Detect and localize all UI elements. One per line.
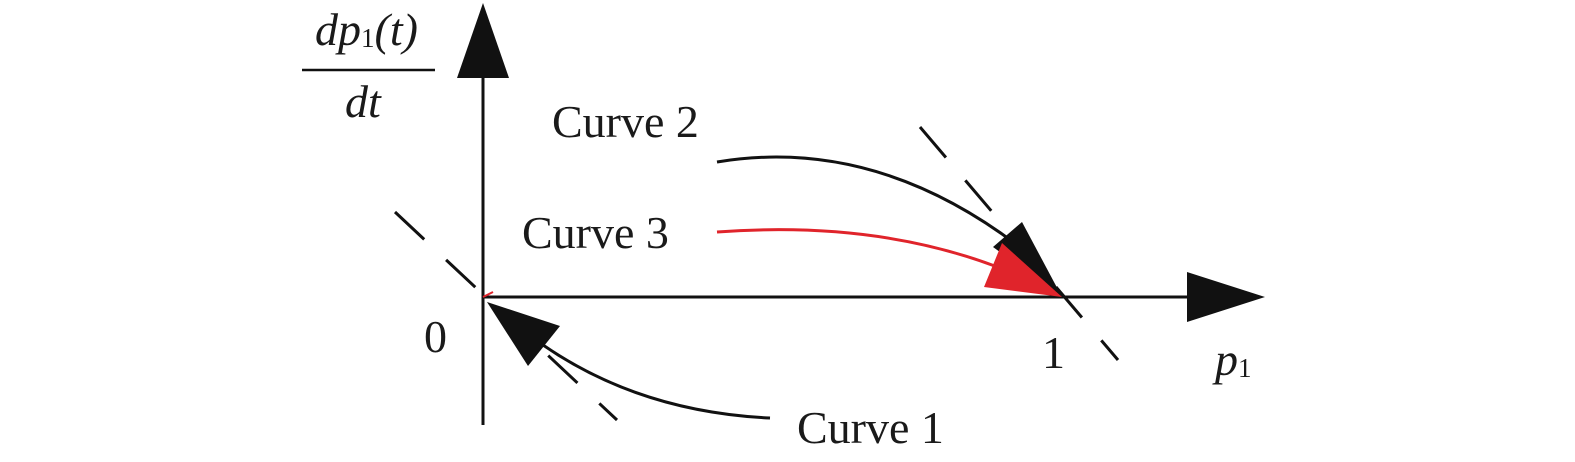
y-label-numerator: dp — [315, 4, 361, 55]
y-label-numerator-sub: 1 — [361, 23, 375, 53]
curve-2-arrowhead — [993, 222, 1062, 297]
curve-3-origin-mark — [482, 291, 494, 298]
y-axis-label: dp1(t) dt — [302, 4, 435, 127]
curve-3 — [482, 228, 1062, 298]
x-label-sub: 1 — [1238, 353, 1252, 383]
y-label-denominator: dt — [345, 76, 382, 127]
x-label-text: p — [1212, 334, 1238, 385]
curve-3-label: Curve 3 — [522, 207, 669, 258]
curve-1-path — [542, 343, 771, 420]
curve-2 — [716, 155, 1062, 297]
svg-text:dp1(t): dp1(t) — [315, 4, 418, 55]
origin-tick-label: 0 — [424, 311, 447, 362]
one-tick-label: 1 — [1042, 327, 1065, 378]
curve-2-path — [716, 155, 1031, 257]
curve-1 — [487, 302, 771, 420]
curve-1-label: Curve 1 — [797, 402, 944, 453]
axes — [457, 3, 1265, 425]
y-axis-arrowhead — [457, 3, 509, 78]
curve-3-path — [716, 228, 1006, 272]
curve-3-arrowhead — [984, 243, 1062, 297]
y-label-numerator-arg: (t) — [375, 4, 418, 55]
x-axis-arrowhead — [1187, 272, 1265, 322]
curve-1-arrowhead — [487, 302, 560, 366]
x-axis-label: p1 — [1212, 334, 1252, 385]
curve-2-label: Curve 2 — [552, 96, 699, 147]
